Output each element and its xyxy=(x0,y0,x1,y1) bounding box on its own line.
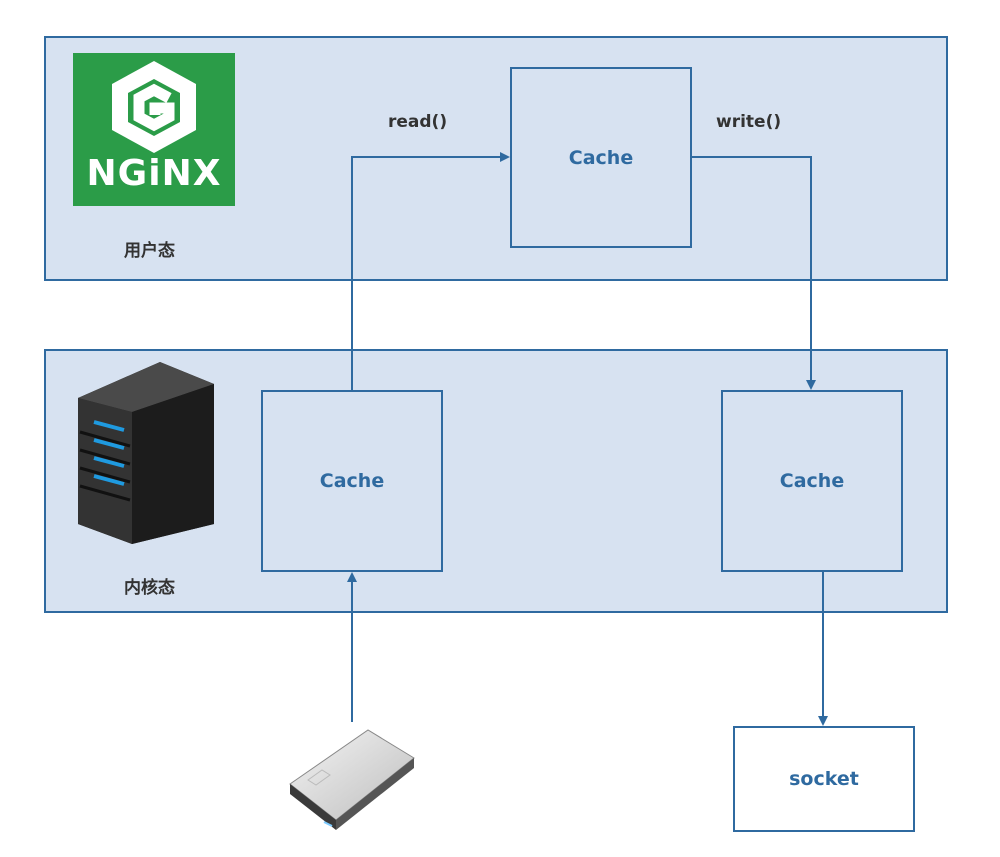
nginx-hexagon-icon xyxy=(112,61,196,153)
user-cache-box: Cache xyxy=(510,67,692,248)
kernel-write-cache-label: Cache xyxy=(779,470,845,492)
hard-disk-icon xyxy=(286,722,418,834)
socket-label: socket xyxy=(789,768,859,790)
user-cache-label: Cache xyxy=(568,146,634,169)
user-space-label: 用户态 xyxy=(124,241,175,261)
nginx-logo: NGiNX xyxy=(73,53,235,206)
kernel-write-cache-box: Cache xyxy=(721,390,903,572)
socket-box: socket xyxy=(733,726,915,832)
nginx-logo-text: NGiNX xyxy=(86,153,222,194)
write-edge-label: write() xyxy=(716,112,782,132)
server-icon xyxy=(72,356,218,546)
kernel-read-cache-label: Cache xyxy=(319,470,385,492)
kernel-space-label: 内核态 xyxy=(124,578,175,598)
kernel-read-cache-box: Cache xyxy=(261,390,443,572)
read-edge-label: read() xyxy=(388,112,448,132)
